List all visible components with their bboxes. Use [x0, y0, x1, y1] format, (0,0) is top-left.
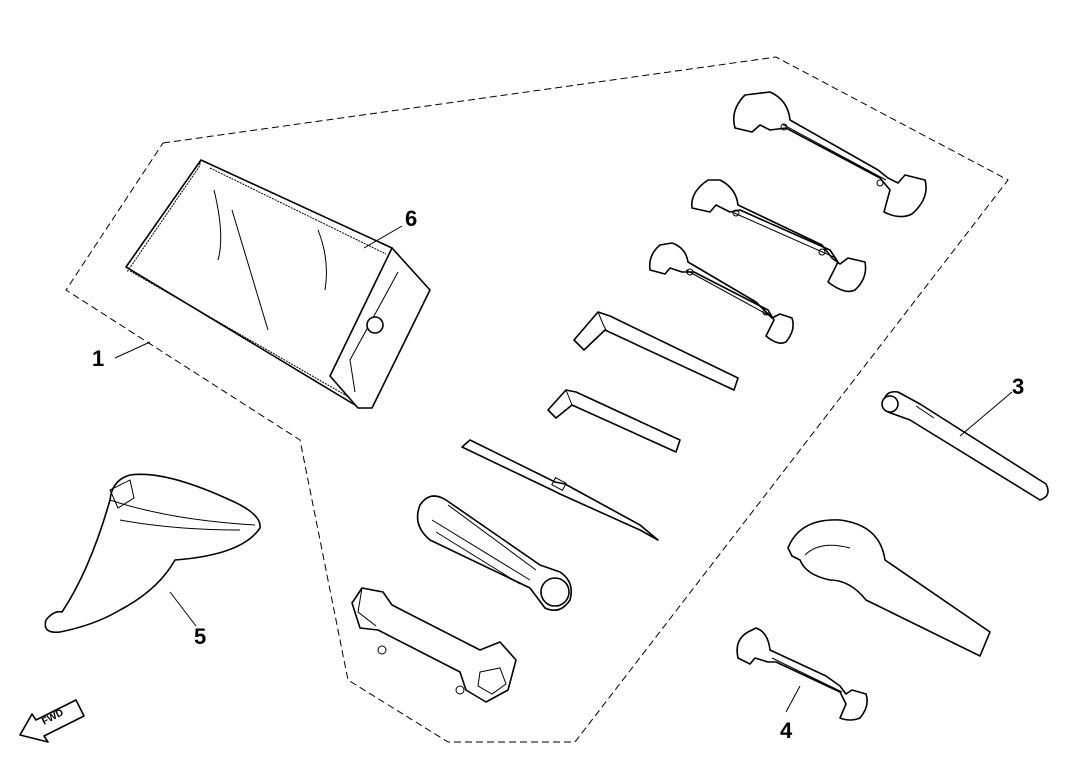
tool-bag	[125, 159, 431, 409]
screwdriver-bit-shaft	[461, 439, 659, 541]
bag-snap-button	[366, 316, 384, 334]
tire-pressure-gauge	[881, 390, 1049, 501]
double-open-wrench	[736, 627, 868, 721]
callout-1: 1	[92, 346, 104, 371]
open-end-wrench-small	[648, 242, 794, 344]
hex-key-small	[547, 389, 681, 453]
hook-spanner	[787, 519, 991, 657]
kit-boundary-dashed	[65, 56, 1009, 743]
callout-5: 5	[194, 624, 206, 649]
callout-6: 6	[405, 206, 417, 231]
tool-pouch	[44, 473, 261, 634]
hex-key-large	[573, 311, 739, 391]
open-end-wrench-medium	[691, 179, 867, 293]
callout-3: 3	[1012, 374, 1024, 399]
box-spanner-socket	[351, 587, 517, 703]
leader-lines	[114, 225, 1013, 713]
fwd-arrow: FWD	[19, 699, 85, 743]
callout-4: 4	[780, 718, 793, 743]
open-end-wrench-large	[732, 91, 927, 218]
screwdriver-handle	[416, 495, 573, 611]
